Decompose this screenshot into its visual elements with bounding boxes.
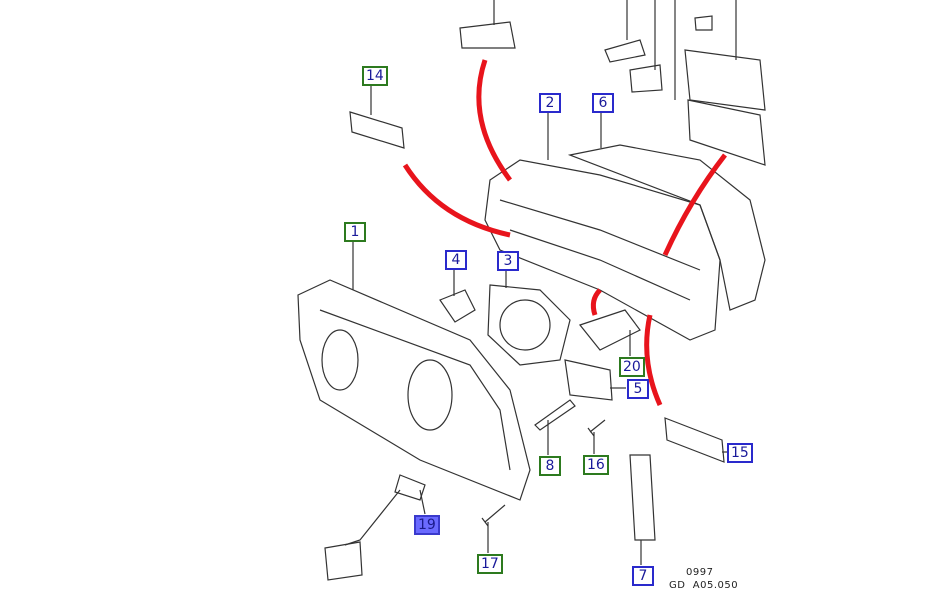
fuel-temp-gauge	[564, 359, 613, 401]
switch-plate-top	[459, 21, 516, 49]
switch-plate-right	[684, 49, 766, 111]
callout-4[interactable]: 4	[445, 250, 467, 270]
date-code: 0997	[686, 567, 714, 578]
switch-plate-14	[349, 111, 405, 149]
harness-19	[344, 474, 426, 546]
leader-lines	[352, 0, 737, 565]
connector-8	[534, 399, 576, 431]
callout-6[interactable]: 6	[592, 93, 614, 113]
cluster-housing	[484, 159, 721, 341]
callout-3[interactable]: 3	[497, 251, 519, 271]
printed-circuit-backplate	[567, 144, 766, 311]
bulb-holder-7	[629, 454, 656, 541]
callout-19[interactable]: 19	[414, 515, 440, 535]
red-arrow	[644, 314, 663, 407]
callout-17[interactable]: 17	[477, 554, 503, 574]
screw-16	[587, 419, 606, 437]
callout-15[interactable]: 15	[727, 443, 753, 463]
red-arrow	[476, 59, 513, 182]
red-arrow	[402, 163, 511, 238]
gauge-small	[439, 289, 476, 323]
red-arrow	[590, 288, 602, 316]
drawing-number: GD A05.050	[669, 580, 739, 591]
callout-2[interactable]: 2	[539, 93, 561, 113]
callout-5[interactable]: 5	[627, 379, 649, 399]
callout-7[interactable]: 7	[632, 566, 654, 586]
red-arrow	[662, 153, 727, 257]
callout-8[interactable]: 8	[539, 456, 561, 476]
callout-1[interactable]: 1	[344, 222, 366, 242]
switch-plate-15	[664, 417, 725, 463]
speedometer	[487, 284, 571, 366]
circuit-board	[578, 309, 641, 351]
assembly-arrows	[402, 59, 727, 407]
callout-14[interactable]: 14	[362, 66, 388, 86]
callout-20[interactable]: 20	[619, 357, 645, 377]
screw-17	[481, 504, 506, 527]
cluster-lens	[297, 279, 531, 501]
callout-16[interactable]: 16	[583, 455, 609, 475]
